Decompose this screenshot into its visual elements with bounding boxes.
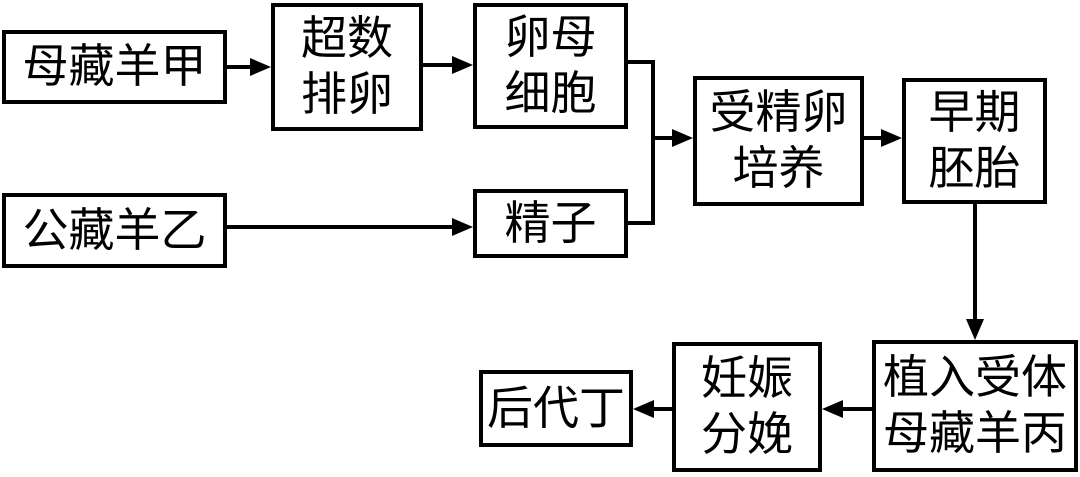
- node-implant-recipient-ewe-c: 植入受体 母藏羊丙: [872, 340, 1078, 472]
- node-early-embryo-line2: 胚胎: [928, 143, 1021, 194]
- node-early-embryo-line1: 早期: [928, 87, 1021, 138]
- node-oocyte-line1: 卵母: [504, 12, 597, 63]
- arrow-ewe-a-to-superovulation: [227, 58, 271, 76]
- arrowhead-right-icon: [672, 129, 693, 147]
- node-fertilized-egg-culture-line1: 受精卵: [709, 87, 848, 138]
- arrow-culture-to-early-embryo: [864, 129, 902, 147]
- node-fertilized-egg-culture: 受精卵 培养: [693, 76, 864, 206]
- node-oocyte-line2: 细胞: [504, 68, 597, 119]
- node-implant-recipient-line2: 母藏羊丙: [883, 408, 1067, 459]
- node-oocyte: 卵母 细胞: [473, 3, 628, 129]
- arrowhead-right-icon: [452, 56, 473, 74]
- node-superovulation-line2: 排卵: [301, 69, 393, 120]
- node-pregnancy-delivery-line1: 妊娠: [701, 353, 793, 404]
- node-offspring-d: 后代丁: [479, 370, 633, 447]
- arrowhead-right-icon: [881, 129, 902, 147]
- arrow-superovulation-to-oocyte: [423, 56, 473, 74]
- node-pregnancy-delivery: 妊娠 分娩: [672, 342, 822, 472]
- node-ram-b-label: 公藏羊乙: [22, 204, 207, 256]
- arrowhead-right-icon: [250, 58, 271, 76]
- node-ram-b: 公藏羊乙: [2, 193, 227, 268]
- node-sperm-label: 精子: [504, 197, 597, 249]
- node-superovulation-line1: 超数: [301, 13, 393, 64]
- node-pregnancy-delivery-line2: 分娩: [701, 409, 793, 460]
- node-ewe-a-label: 母藏羊甲: [22, 41, 207, 92]
- arrow-early-embryo-to-implant: [966, 204, 984, 340]
- arrowhead-left-icon: [633, 400, 654, 418]
- arrow-ram-b-to-sperm: [227, 218, 473, 236]
- arrowhead-left-icon: [822, 400, 843, 418]
- node-sperm: 精子: [473, 189, 628, 258]
- node-ewe-a: 母藏羊甲: [2, 30, 227, 104]
- node-superovulation: 超数 排卵: [271, 3, 423, 131]
- merge-oocyte-sperm-connector: [628, 60, 693, 225]
- node-offspring-d-label: 后代丁: [487, 382, 625, 434]
- node-fertilized-egg-culture-line2: 培养: [732, 143, 825, 194]
- arrowhead-down-icon: [966, 319, 984, 340]
- arrow-pregnancy-to-offspring: [633, 400, 672, 418]
- node-early-embryo: 早期 胚胎: [902, 78, 1047, 204]
- arrowhead-right-icon: [452, 218, 473, 236]
- arrow-implant-to-pregnancy: [822, 400, 872, 418]
- node-implant-recipient-line1: 植入受体: [883, 352, 1067, 403]
